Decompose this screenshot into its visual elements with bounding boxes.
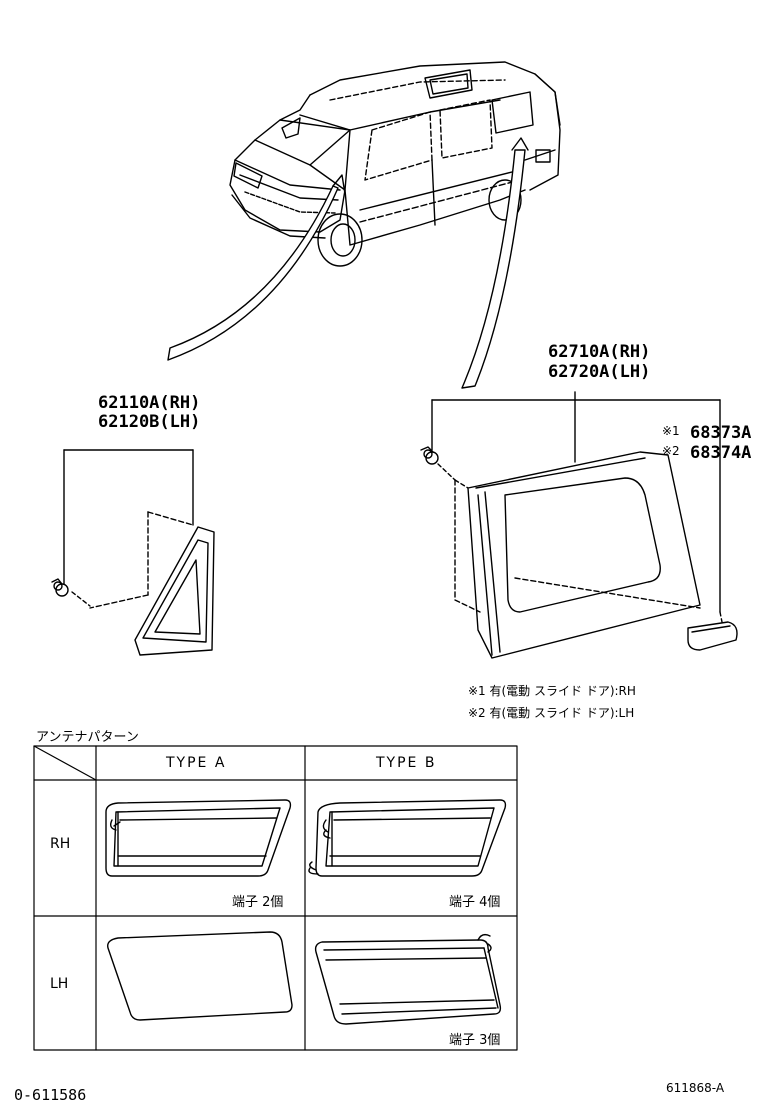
sub2-marker: ※2 — [662, 444, 680, 458]
column-header-type-b: TYPE B — [376, 755, 437, 771]
pointer-arrows — [167, 137, 529, 389]
row-header-lh: LH — [50, 976, 69, 992]
rear-part-number-lh: 62720A(LH) — [548, 362, 651, 382]
rear-part-number-rh: 62710A(RH) — [548, 342, 651, 362]
rear-quarter-glass — [420, 391, 738, 659]
illustration-code: 611868-A — [666, 1081, 725, 1095]
footnote-2: ※2 有(電動 スライド ドア):LH — [468, 706, 635, 720]
lh-type-b-terminal-count: 端子 3個 — [449, 1033, 501, 1048]
rh-type-a-glass — [105, 799, 292, 877]
lh-type-b-glass — [314, 933, 502, 1025]
front-part-number-rh: 62110A(RH) — [98, 393, 201, 413]
rh-type-b-terminal-count: 端子 4個 — [449, 895, 501, 910]
sub1-marker: ※1 — [662, 424, 680, 438]
trim-part-number-1: 68373A — [690, 423, 752, 443]
table-title: アンテナパターン — [36, 730, 139, 745]
front-quarter-glass — [51, 449, 215, 656]
antenna-pattern-table-grid — [33, 745, 518, 1051]
diagram-code: 0-611586 — [14, 1086, 87, 1104]
front-part-number-lh: 62120B(LH) — [98, 412, 201, 432]
lh-type-a-glass — [107, 931, 293, 1021]
footnote-1: ※1 有(電動 スライド ドア):RH — [468, 684, 636, 698]
trim-part-number-2: 68374A — [690, 443, 752, 463]
row-header-rh: RH — [50, 836, 71, 852]
rh-type-b-glass — [308, 799, 507, 877]
van-illustration — [229, 61, 561, 267]
column-header-type-a: TYPE A — [166, 755, 227, 771]
rh-type-a-terminal-count: 端子 2個 — [232, 895, 284, 910]
